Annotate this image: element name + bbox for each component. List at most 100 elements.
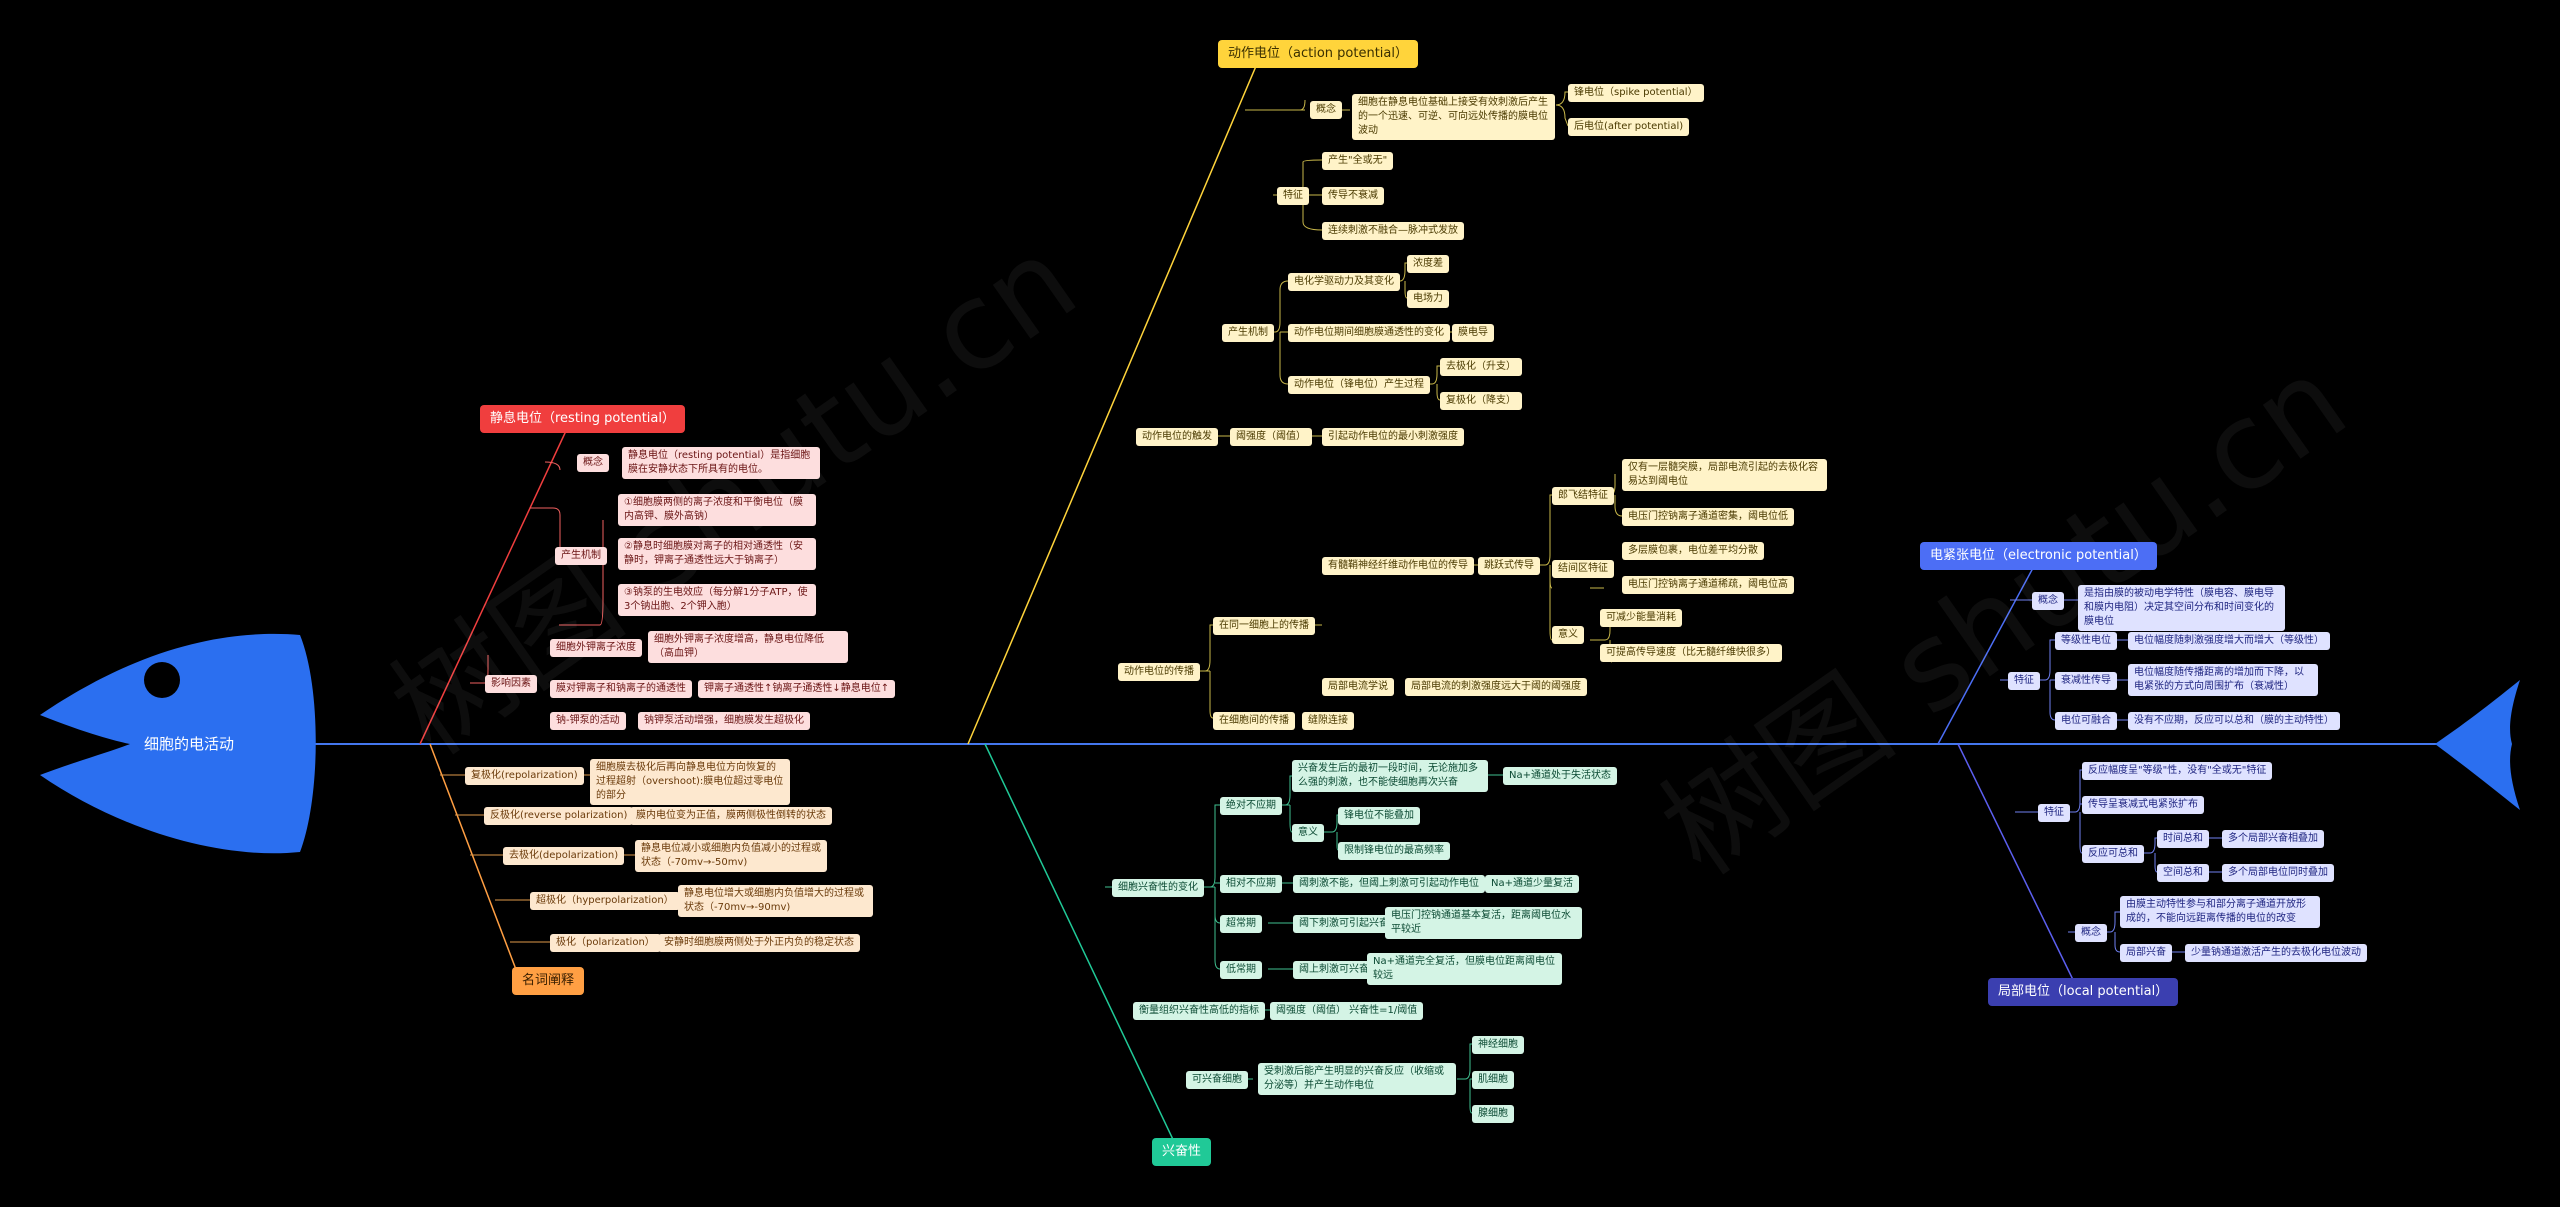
node-lp-c2[interactable]: 局部兴奋 — [2120, 944, 2172, 962]
node-rp-f1t[interactable]: 细胞外钾离子浓度增高，静息电位降低（高血钾） — [648, 631, 848, 663]
node-ap-feature[interactable]: 特征 — [1277, 187, 1309, 205]
node-term-depolarization[interactable]: 去极化(depolarization) — [503, 847, 625, 865]
node-ex-absolute[interactable]: 绝对不应期 — [1220, 797, 1282, 815]
node-ap-mech1b[interactable]: 电场力 — [1407, 290, 1449, 308]
node-ex-measure[interactable]: 衡量组织兴奋性高低的指标 — [1133, 1002, 1265, 1020]
node-el-concept[interactable]: 概念 — [2032, 592, 2064, 610]
node-lp-f3[interactable]: 反应可总和 — [2082, 845, 2144, 863]
node-ap-feat3[interactable]: 连续刺激不融合—脉冲式发放 — [1322, 222, 1464, 240]
node-rp-factors[interactable]: 影响因素 — [485, 675, 537, 693]
node-ex-supra[interactable]: 超常期 — [1220, 915, 1262, 933]
node-ap-ranvier2[interactable]: 电压门控钠离子通道密集，阈电位低 — [1622, 508, 1794, 526]
node-rp-f3t[interactable]: 钠钾泵活动增强，细胞膜发生超极化 — [638, 712, 810, 730]
node-rp-concept-text[interactable]: 静息电位（resting potential）是指细胞膜在安静状态下所具有的电位… — [622, 447, 820, 479]
node-ap-ranvier1[interactable]: 仅有一层髓突膜，局部电流引起的去极化容易达到阈电位 — [1622, 459, 1827, 491]
node-lp-f3at[interactable]: 多个局部兴奋相叠加 — [2222, 830, 2324, 848]
node-ex-sig2[interactable]: 限制锋电位的最高频率 — [1338, 842, 1450, 860]
node-ex-sub-text[interactable]: 阈上刺激可兴奋 — [1293, 961, 1375, 979]
node-ap-meaning1[interactable]: 可减少能量消耗 — [1600, 609, 1682, 627]
node-ap-mech2a[interactable]: 膜电导 — [1452, 324, 1494, 342]
node-ap-saltatory[interactable]: 跳跃式传导 — [1478, 557, 1540, 575]
node-term-hyperpolarization-text[interactable]: 静息电位增大或细胞内负值增大的过程或状态（-70mv→-90mv) — [678, 885, 873, 917]
node-term-repolarization[interactable]: 复极化(repolarization) — [465, 767, 584, 785]
node-rp-mech2[interactable]: ②静息时细胞膜对离子的相对通透性（安静时，钾离子通透性远大于钠离子） — [618, 538, 816, 570]
node-rp-mech3[interactable]: ③钠泵的生电效应（每分解1分子ATP，使3个钠出胞、2个钾入胞） — [618, 584, 816, 616]
node-ap-mech1a[interactable]: 浓度差 — [1407, 255, 1449, 273]
node-ap-internode2[interactable]: 电压门控钠离子通道稀疏，阈电位高 — [1622, 576, 1794, 594]
node-term-repolarization-text[interactable]: 细胞膜去极化后再向静息电位方向恢复的过程超射（overshoot):膜电位超过零… — [590, 759, 790, 805]
node-rp-f2t[interactable]: 钾离子通透性↑钠离子通透性↓静息电位↑ — [698, 680, 896, 698]
node-lp-feature[interactable]: 特征 — [2038, 804, 2070, 822]
node-ex-supra-na[interactable]: 电压门控钠通道基本复活，距离阈电位水平较近 — [1385, 907, 1582, 939]
node-el-f1[interactable]: 等级性电位 — [2055, 632, 2117, 650]
node-ap-propagation[interactable]: 动作电位的传播 — [1118, 663, 1200, 681]
node-ex-supra-text[interactable]: 阈下刺激可引起兴奋 — [1293, 915, 1395, 933]
branch-electrotonic[interactable]: 电紧张电位（electronic potential） — [1920, 542, 2157, 570]
node-ap-after[interactable]: 后电位(after potential) — [1568, 118, 1690, 136]
node-ap-meaning[interactable]: 意义 — [1552, 626, 1584, 644]
node-ex-muscle-cell[interactable]: 肌细胞 — [1472, 1071, 1514, 1089]
node-rp-f3[interactable]: 钠-钾泵的活动 — [550, 712, 626, 730]
node-ap-local-current-text[interactable]: 局部电流的刺激强度远大于阈的阈强度 — [1405, 678, 1587, 696]
node-el-f2t[interactable]: 电位幅度随传播距离的增加而下降，以电紧张的方式向周围扩布（衰减性） — [2128, 664, 2318, 696]
node-ap-ranvier[interactable]: 郎飞结特征 — [1552, 487, 1614, 505]
node-ap-concept-text[interactable]: 细胞在静息电位基础上接受有效刺激后产生的一个迅速、可逆、可向远处传播的膜电位波动 — [1352, 94, 1555, 140]
node-ex-excitable[interactable]: 可兴奋细胞 — [1186, 1071, 1248, 1089]
node-ap-gap[interactable]: 缝隙连接 — [1302, 712, 1354, 730]
node-ex-absolute-text[interactable]: 兴奋发生后的最初一段时间，无论施加多么强的刺激，也不能使细胞再次兴奋 — [1292, 760, 1488, 792]
node-ap-mechanism[interactable]: 产生机制 — [1222, 324, 1274, 342]
node-ex-sub[interactable]: 低常期 — [1220, 961, 1262, 979]
root-title[interactable]: 细胞的电活动 — [144, 735, 235, 753]
node-term-polarization-text[interactable]: 安静时细胞膜两侧处于外正内负的稳定状态 — [658, 934, 860, 952]
node-el-feature[interactable]: 特征 — [2008, 672, 2040, 690]
node-ex-sig1[interactable]: 锋电位不能叠加 — [1338, 807, 1420, 825]
node-ap-mech3b[interactable]: 复极化（降支） — [1440, 392, 1522, 410]
node-ap-internode1[interactable]: 多层膜包裹，电位差平均分散 — [1622, 542, 1764, 560]
node-ap-internode[interactable]: 结间区特征 — [1552, 560, 1614, 578]
node-ap-mech3a[interactable]: 去极化（升支） — [1440, 358, 1522, 376]
node-ap-feat2[interactable]: 传导不衰减 — [1322, 187, 1384, 205]
node-term-reverse-text[interactable]: 膜内电位变为正值，膜两侧极性倒转的状态 — [630, 807, 832, 825]
node-term-hyperpolarization[interactable]: 超极化（hyperpolarization） — [530, 892, 680, 910]
branch-action-potential[interactable]: 动作电位（action potential） — [1218, 40, 1418, 68]
node-ap-between-cells[interactable]: 在细胞间的传播 — [1213, 712, 1295, 730]
node-ap-mech1[interactable]: 电化学驱动力及其变化 — [1288, 273, 1400, 291]
node-ex-nerve-cell[interactable]: 神经细胞 — [1472, 1036, 1524, 1054]
node-ex-gland-cell[interactable]: 腺细胞 — [1472, 1105, 1514, 1123]
branch-excitability[interactable]: 兴奋性 — [1152, 1138, 1212, 1166]
node-rp-mechanism[interactable]: 产生机制 — [555, 547, 607, 565]
node-ap-mech2[interactable]: 动作电位期间细胞膜通透性的变化 — [1288, 324, 1450, 342]
branch-terms[interactable]: 名词阐释 — [512, 967, 585, 995]
node-ap-mech3[interactable]: 动作电位（锋电位）产生过程 — [1288, 376, 1430, 394]
node-lp-f2[interactable]: 传导呈衰减式电紧张扩布 — [2082, 796, 2204, 814]
node-ex-relative[interactable]: 相对不应期 — [1220, 875, 1282, 893]
node-ex-sub-na[interactable]: Na+通道完全复活，但膜电位距离阈电位较远 — [1367, 953, 1562, 985]
node-el-f2[interactable]: 衰减性传导 — [2055, 672, 2117, 690]
node-ap-concept[interactable]: 概念 — [1310, 101, 1342, 119]
node-lp-concept[interactable]: 概念 — [2075, 924, 2107, 942]
node-lp-c1[interactable]: 由膜主动特性参与和部分离子通道开放形成的，不能向远距离传播的电位的改变 — [2120, 896, 2320, 928]
node-el-concept-text[interactable]: 是指由膜的被动电学特性（膜电容、膜电导和膜内电阻）决定其空间分布和时间变化的膜电… — [2078, 585, 2285, 631]
node-ap-threshold-text[interactable]: 引起动作电位的最小刺激强度 — [1322, 428, 1464, 446]
node-term-depolarization-text[interactable]: 静息电位减小或细胞内负值减小的过程或状态（-70mv→-50mv) — [635, 840, 827, 872]
node-ex-change[interactable]: 细胞兴奋性的变化 — [1112, 879, 1204, 897]
node-term-polarization[interactable]: 极化（polarization） — [550, 934, 661, 952]
node-ex-sig[interactable]: 意义 — [1292, 824, 1324, 842]
node-ap-threshold[interactable]: 阈强度（阈值） — [1230, 428, 1312, 446]
node-ap-feat1[interactable]: 产生"全或无" — [1322, 152, 1394, 170]
node-rp-mech1[interactable]: ①细胞膜两侧的离子浓度和平衡电位（膜内高钾、膜外高钠） — [618, 494, 816, 526]
node-term-reverse[interactable]: 反极化(reverse polarization) — [484, 807, 634, 825]
node-ap-local-current[interactable]: 局部电流学说 — [1322, 678, 1394, 696]
node-rp-f2[interactable]: 膜对钾离子和钠离子的通透性 — [550, 680, 692, 698]
node-ex-absolute-na[interactable]: Na+通道处于失活状态 — [1503, 767, 1617, 785]
node-ex-measure-text[interactable]: 阈强度（阈值） 兴奋性=1/阈值 — [1270, 1002, 1424, 1020]
node-ex-relative-na[interactable]: Na+通道少量复活 — [1485, 875, 1579, 893]
node-lp-f3b[interactable]: 空间总和 — [2157, 864, 2209, 882]
node-rp-f1[interactable]: 细胞外钾离子浓度 — [550, 639, 642, 657]
node-lp-f3bt[interactable]: 多个局部电位同时叠加 — [2222, 864, 2334, 882]
node-rp-concept[interactable]: 概念 — [577, 454, 609, 472]
node-lp-f1[interactable]: 反应幅度呈"等级"性，没有"全或无"特征 — [2082, 762, 2273, 780]
node-ap-trigger[interactable]: 动作电位的触发 — [1136, 428, 1218, 446]
node-ap-nerve[interactable]: 有髓鞘神经纤维动作电位的传导 — [1322, 557, 1474, 575]
branch-resting-potential[interactable]: 静息电位（resting potential） — [480, 405, 685, 433]
